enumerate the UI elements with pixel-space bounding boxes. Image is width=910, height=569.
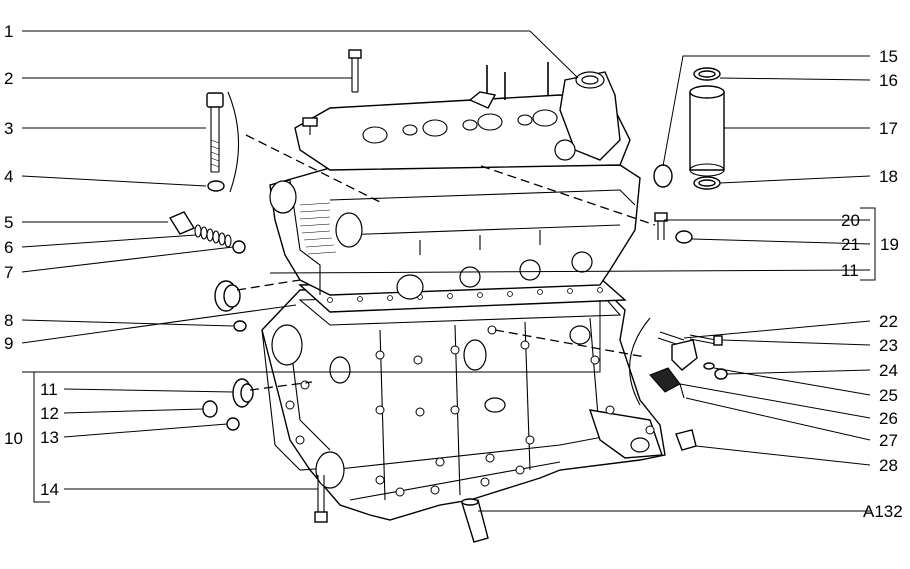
callout-13: 13 bbox=[40, 428, 59, 447]
callout-2: 2 bbox=[4, 69, 13, 88]
engine-block-drawing bbox=[261, 284, 666, 521]
callout-20: 20 bbox=[841, 211, 860, 230]
callout-4: 4 bbox=[4, 167, 13, 186]
bolt-20-drawing bbox=[654, 212, 668, 240]
sensor-parts-drawing bbox=[629, 317, 728, 451]
head-bolt-3-drawing bbox=[206, 92, 224, 173]
callout-24: 24 bbox=[879, 361, 898, 380]
figure-code: A132 bbox=[863, 502, 903, 521]
callout-21: 21 bbox=[841, 235, 860, 254]
bolt-2-drawing bbox=[348, 49, 362, 93]
dowel-8-drawing bbox=[233, 320, 247, 332]
callout-5: 5 bbox=[4, 213, 13, 232]
washer-4-drawing bbox=[207, 180, 225, 192]
callout-18: 18 bbox=[879, 167, 898, 186]
callout-11-upper: 11 bbox=[841, 261, 859, 280]
callout-6: 6 bbox=[4, 238, 13, 257]
bolt-14-drawing bbox=[314, 475, 328, 523]
callout-10: 10 bbox=[4, 429, 23, 448]
callout-8: 8 bbox=[4, 311, 13, 330]
cap-13-drawing bbox=[226, 417, 240, 431]
callout-9: 9 bbox=[4, 334, 13, 353]
callout-23: 23 bbox=[879, 336, 898, 355]
callout-14: 14 bbox=[40, 480, 59, 499]
callout-26: 26 bbox=[879, 409, 898, 428]
oil-tube-parts-drawing bbox=[653, 67, 725, 190]
callout-16: 16 bbox=[879, 71, 898, 90]
callout-1: 1 bbox=[4, 22, 13, 41]
callout-25: 25 bbox=[879, 386, 898, 405]
callout-27: 27 bbox=[879, 431, 898, 450]
seal-11-upper-drawing bbox=[214, 280, 241, 312]
callout-labels: 1 2 3 4 5 6 7 8 9 10 11 12 13 14 15 16 1… bbox=[4, 22, 903, 521]
cam-carrier-drawing bbox=[294, 62, 631, 171]
sleeve-21-drawing bbox=[675, 230, 693, 244]
bracket-arc bbox=[227, 91, 240, 193]
callout-7: 7 bbox=[4, 263, 13, 282]
pin-a132-drawing bbox=[461, 498, 489, 543]
callout-22: 22 bbox=[879, 312, 898, 331]
callout-3: 3 bbox=[4, 119, 13, 138]
seal-11-lower-drawing bbox=[232, 378, 254, 408]
assembly-dashed-lines bbox=[236, 134, 656, 391]
leader-lines bbox=[21, 30, 876, 512]
callout-28: 28 bbox=[879, 456, 898, 475]
callout-19: 19 bbox=[880, 235, 899, 254]
callout-11-lower: 11 bbox=[40, 380, 58, 399]
cylinder-head-drawing bbox=[269, 164, 641, 300]
callout-15: 15 bbox=[879, 47, 898, 66]
callout-12: 12 bbox=[40, 404, 59, 423]
callout-17: 17 bbox=[879, 119, 898, 138]
relief-valve-parts-drawing bbox=[168, 211, 246, 254]
plug-12-drawing bbox=[202, 400, 218, 418]
